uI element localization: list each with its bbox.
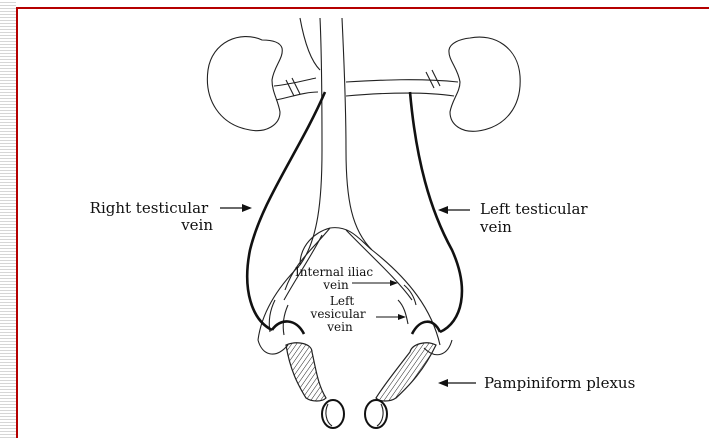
right-pampiniform-plexus <box>286 343 326 401</box>
renal-hatch <box>286 70 440 96</box>
right-common-iliac-outer <box>258 265 300 340</box>
left-pampiniform-plexus <box>376 343 436 401</box>
ivc-branch-top <box>300 18 320 70</box>
vas-right <box>258 340 288 354</box>
pelvic-loop <box>300 228 372 265</box>
arrow-left-testicular <box>438 206 470 214</box>
right-kidney <box>207 37 282 131</box>
label-left-vesicular-vein: Left vesicular vein <box>310 294 370 334</box>
arrow-right-testicular <box>220 204 252 212</box>
left-kidney <box>449 37 520 131</box>
label-right-testicular-vein: Right testicular vein <box>90 199 214 234</box>
left-renal-vein <box>346 80 458 82</box>
iliac-small-1 <box>404 285 416 305</box>
arrow-pampiniform <box>438 379 476 387</box>
left-common-iliac-outer <box>372 250 440 345</box>
left-renal-vein-lower <box>346 93 454 96</box>
label-internal-iliac-vein: Internal iliac vein <box>295 265 377 292</box>
ivc-left-wall <box>342 18 372 250</box>
iliac-small-2 <box>398 300 408 324</box>
arrow-internal-iliac <box>352 280 398 286</box>
right-testis <box>322 400 344 428</box>
label-left-testicular-vein: Left testicular vein <box>479 200 592 236</box>
right-renal-vein-lower <box>276 92 318 100</box>
left-testis <box>365 400 387 428</box>
arrow-left-vesicular <box>376 314 406 320</box>
right-plexus-loop <box>272 321 304 334</box>
right-testicular-vein-line <box>247 92 325 330</box>
label-pampiniform-plexus: Pampiniform plexus <box>484 374 635 392</box>
